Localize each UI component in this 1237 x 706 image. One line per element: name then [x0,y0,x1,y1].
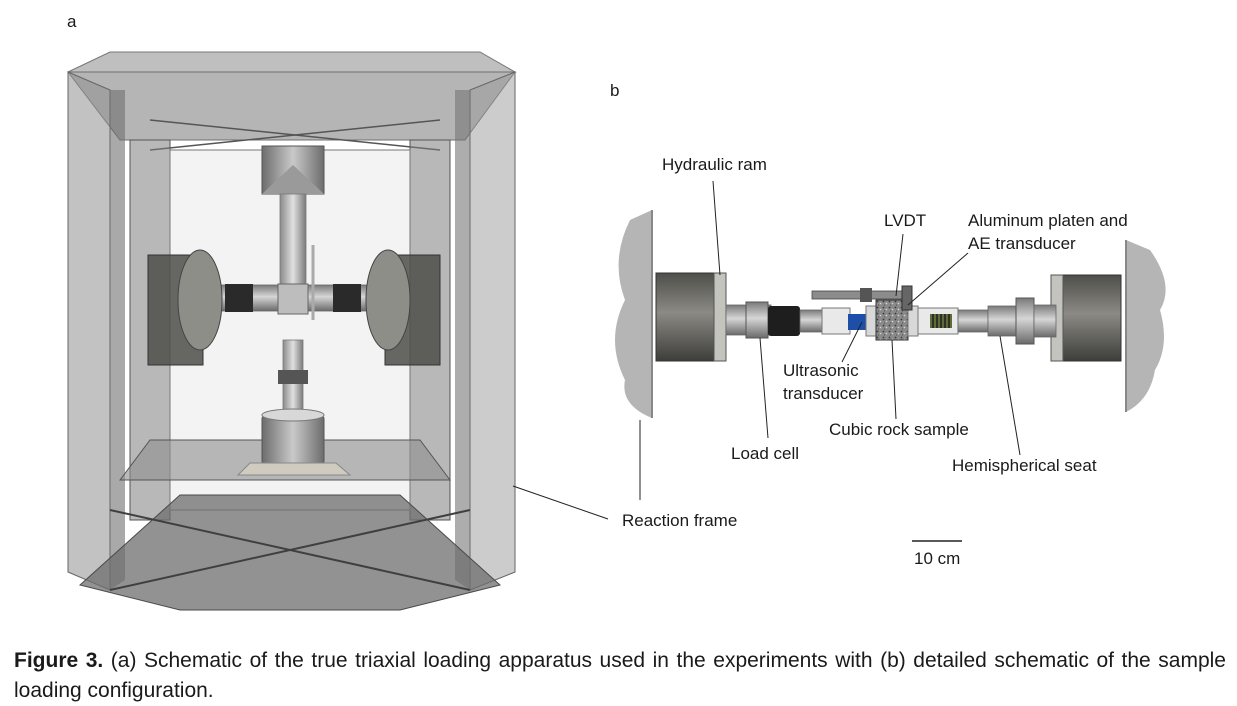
loading-configuration-drawing [615,180,1166,542]
bottom-ram [261,414,325,466]
top-frame-plate [67,51,517,73]
figure-caption-label: Figure 3. [14,649,104,672]
true-triaxial-apparatus-drawing [66,51,517,611]
panel-a-letter: a [67,12,77,31]
hemispherical-seat [1015,297,1035,345]
aluminum-platen-label-line1: Aluminum platen and [968,211,1128,230]
reaction-frame-left [67,71,111,591]
bottom-frame-base [78,494,502,611]
hydraulic-ram-label: Hydraulic ram [662,155,767,174]
figure-caption: Figure 3. (a) Schematic of the true tria… [14,646,1226,706]
scale-bar-label: 10 cm [914,549,961,568]
reaction-frame-leader [512,485,609,520]
left-hydraulic-ram [655,272,723,362]
panel-b-letter: b [610,81,620,100]
ultrasonic-transducer [848,314,868,330]
right-hydraulic-ram [1054,274,1122,362]
ultrasonic-transducer-label-line2: transducer [783,384,864,403]
right-reaction-wall [1126,240,1166,412]
left-reaction-wall [615,210,652,418]
figure-caption-text: (a) Schematic of the true triaxial loadi… [14,649,1226,702]
aluminum-platen-label-line2: AE transducer [968,234,1076,253]
reaction-frame-right [469,71,516,591]
lvdt-label: LVDT [884,211,927,230]
cubic-rock-sample-label: Cubic rock sample [829,420,969,439]
load-cell-label: Load cell [731,444,800,463]
hemispherical-seat-label: Hemispherical seat [952,456,1097,475]
ultrasonic-transducer-label-line1: Ultrasonic [783,361,859,380]
load-cell [745,301,769,339]
reaction-frame-label: Reaction frame [622,511,738,530]
